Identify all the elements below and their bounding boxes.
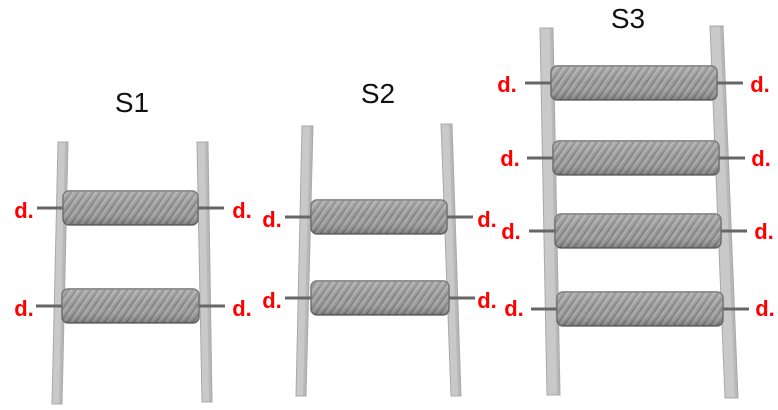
left-label: d. [500,146,520,171]
structure-title: S2 [361,78,395,109]
right-label: d. [755,296,775,321]
rope-rung: d. d. [262,280,497,316]
rope-shading [63,191,198,225]
rope-shading [311,200,447,234]
left-label: d. [497,72,517,97]
rope-rung: d. d. [14,288,252,324]
rope-rung: d. d. [500,140,771,176]
left-label: d. [14,296,34,321]
left-label: d. [14,198,34,223]
post-shade [720,26,738,398]
right-label: d. [754,219,774,244]
rope-rung: d. d. [497,65,770,101]
post-shade [303,126,313,396]
rope-rung: d. d. [14,190,252,226]
structure-title: S3 [611,3,645,34]
rope-shading [555,214,721,248]
rope-shading [557,292,723,326]
structure-title: S1 [115,87,149,118]
rope-shading [553,141,719,175]
left-label: d. [504,296,524,321]
rope-shading [62,289,199,323]
rope-rung: d. d. [262,199,497,235]
structure-s1: S1 d. d. d. d. [14,87,252,405]
right-label: d. [477,288,497,313]
left-label: d. [262,288,282,313]
right-label: d. [232,198,252,223]
structure-s2: S2 d. d. d. d. [262,78,497,397]
structure-s3: S3 d. d. d. d. d. d. d. d. [497,3,775,399]
right-label: d. [232,296,252,321]
right-label: d. [751,146,771,171]
rope-shading [551,66,717,100]
right-label: d. [750,72,770,97]
rope-shading [311,281,449,315]
left-label: d. [262,207,282,232]
post-shade [449,124,461,396]
left-label: d. [501,219,521,244]
rope-rung: d. d. [501,213,774,249]
right-label: d. [477,207,497,232]
rope-rung: d. d. [504,291,775,327]
